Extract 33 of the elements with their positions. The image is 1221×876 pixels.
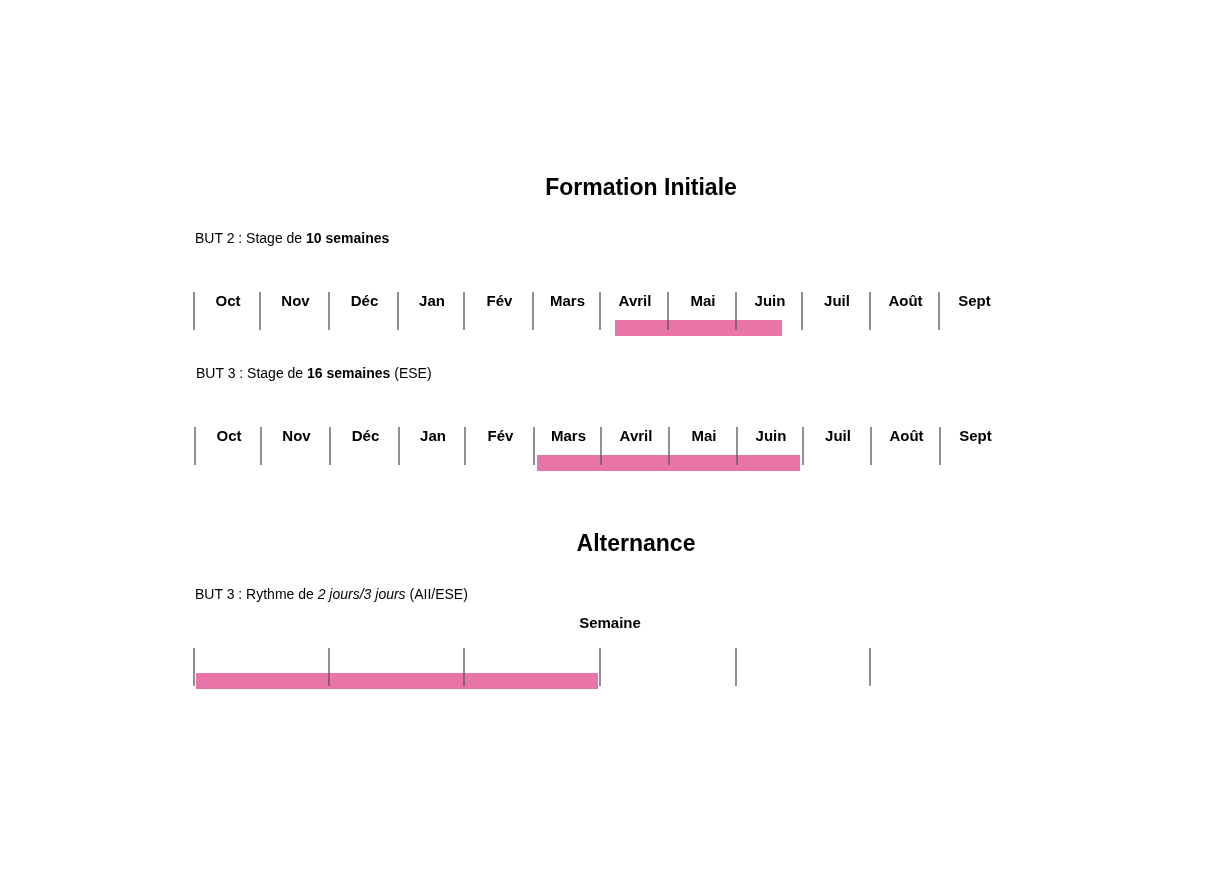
month-label: Sept	[958, 292, 991, 309]
month-label: Mai	[691, 427, 717, 444]
timeline-caption: BUT 3 : Stage de 16 semaines (ESE)	[196, 365, 432, 381]
month-label: Avril	[618, 292, 652, 309]
month-label: Fév	[487, 427, 514, 444]
month-label: Fév	[486, 292, 513, 309]
period-bar	[196, 673, 598, 689]
month-label: Août	[888, 292, 923, 309]
month-label: Août	[889, 427, 924, 444]
month-label: Oct	[216, 427, 242, 444]
month-label: Sept	[959, 427, 992, 444]
month-label: Juil	[825, 427, 851, 444]
month-label: Juin	[755, 427, 787, 444]
period-bar	[615, 320, 782, 336]
month-label: Mars	[551, 427, 586, 444]
month-label: Nov	[281, 292, 310, 309]
month-label: Juin	[754, 292, 786, 309]
section-heading: Alternance	[576, 530, 696, 557]
section-heading: Formation Initiale	[545, 174, 737, 201]
month-label: Mars	[550, 292, 585, 309]
month-label: Juil	[824, 292, 850, 309]
month-label: Jan	[420, 427, 446, 444]
month-label: Déc	[351, 427, 380, 444]
month-label: Déc	[350, 292, 379, 309]
period-bar	[537, 455, 800, 471]
month-label: Nov	[282, 427, 311, 444]
month-label: Mai	[690, 292, 716, 309]
timeline-caption: BUT 2 : Stage de 10 semaines	[195, 230, 390, 246]
timeline-caption: BUT 3 : Rythme de 2 jours/3 jours (AII/ESE)	[195, 586, 468, 602]
month-label: Jan	[419, 292, 445, 309]
month-label: Avril	[619, 427, 653, 444]
axis-title: Semaine	[579, 614, 641, 631]
month-label: Oct	[215, 292, 241, 309]
